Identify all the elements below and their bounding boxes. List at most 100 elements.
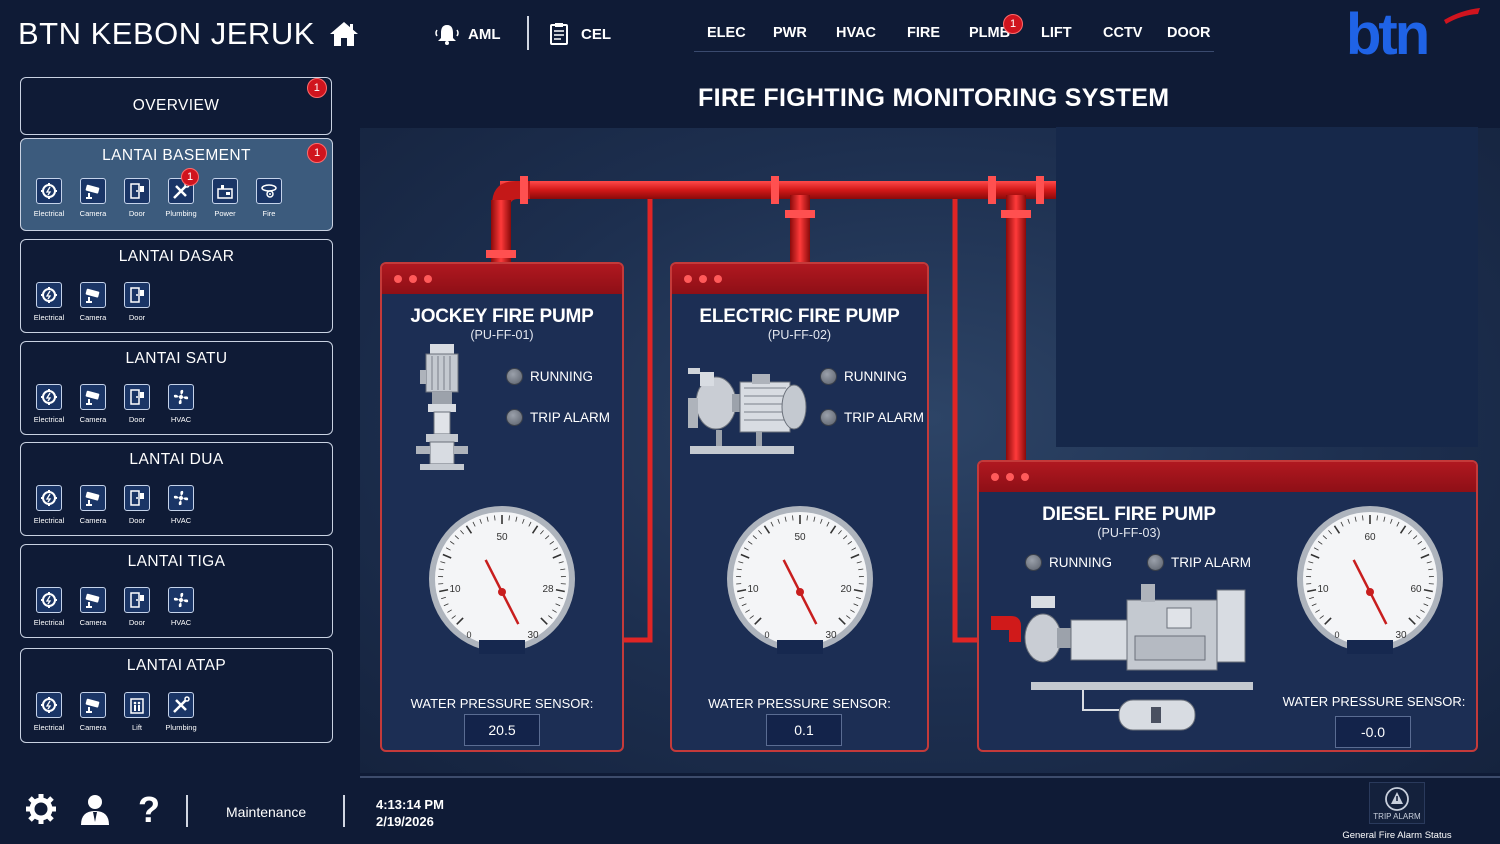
running-indicator: RUNNING [506,368,593,385]
electrical-icon [36,485,62,511]
shortcut-electrical[interactable]: Electrical [29,485,69,525]
settings-icon[interactable] [24,792,58,826]
user-icon[interactable] [78,792,112,826]
site-title-text: BTN KEBON JERUK [18,16,315,51]
hvac-icon [168,587,194,613]
pump-code: (PU-FF-02) [767,328,832,342]
nav-pwr[interactable]: PWR [773,25,807,41]
nav-door[interactable]: DOOR [1167,25,1211,41]
overview-label: OVERVIEW [132,97,220,114]
camera-icon [80,178,106,204]
door-icon [124,485,150,511]
electrical-icon [36,282,62,308]
electric-pump-icon [688,368,807,454]
plumbing-icon [168,692,194,718]
sensor-label: WATER PRESSURE SENSOR: [1282,694,1466,709]
aml-label: AML [468,25,501,43]
home-icon[interactable] [329,20,359,48]
nav-lift[interactable]: LIFT [1041,25,1072,41]
nav-plmb[interactable]: PLMB [969,25,1011,41]
footer-separator [343,795,345,827]
svg-text:0: 0 [1334,630,1339,640]
floor-badge: 1 [307,143,327,163]
svg-text:60: 60 [1364,532,1376,543]
camera-icon [80,692,106,718]
floor-card-atap[interactable]: LANTAI ATAP Electrical Camera Lift Plumb… [20,648,333,743]
card-header [382,264,622,294]
svg-text:50: 50 [794,532,806,543]
shortcut-hvac[interactable]: HVAC [161,485,201,525]
trip-alarm-label: TRIP ALARM [1373,811,1421,821]
bell-icon [435,25,459,45]
floor-title: LANTAI DUA [129,451,224,468]
sensor-label: WATER PRESSURE SENSOR: [410,696,594,711]
shortcut-door[interactable]: Door [117,384,157,424]
cel-button[interactable]: CEL [547,22,611,46]
fire-icon [256,178,282,204]
shortcut-plumbing[interactable]: Plumbing [161,692,201,732]
shortcut-camera[interactable]: Camera [73,692,113,732]
shortcut-door[interactable]: Door [117,587,157,627]
shortcut-camera[interactable]: Camera [73,384,113,424]
trip-alarm-indicator: TRIP ALARM [1147,554,1251,571]
warning-icon [1385,786,1409,811]
floor-title: LANTAI DASAR [118,248,235,265]
running-indicator: RUNNING [820,368,907,385]
floor-card-dasar[interactable]: LANTAI DASAR Electrical Camera Door [20,239,333,333]
help-icon[interactable]: ? [132,792,166,826]
shortcut-camera[interactable]: Camera [73,485,113,525]
running-lamp [506,368,523,385]
trip-alarm-lamp [820,409,837,426]
shortcut-electrical[interactable]: Electrical [29,384,69,424]
floor-card-tiga[interactable]: LANTAI TIGA Electrical Camera Door HVAC [20,544,333,638]
vertical-pump-icon [416,344,468,470]
shortcut-door[interactable]: Door [117,485,157,525]
shortcut-electrical[interactable]: Electrical [29,178,69,218]
door-icon [124,587,150,613]
shortcut-hvac[interactable]: HVAC [161,384,201,424]
door-icon [124,282,150,308]
shortcut-camera[interactable]: Camera [73,178,113,218]
shortcut-camera[interactable]: Camera [73,282,113,322]
shortcut-electrical[interactable]: Electrical [29,587,69,627]
footer-divider [360,776,1500,778]
maintenance-link[interactable]: Maintenance [226,804,307,820]
svg-text:?: ? [138,792,160,826]
btn-logo: btn [1346,6,1480,60]
shortcut-lift[interactable]: Lift [117,692,157,732]
pressure-gauge: 60 10 60 0 30 [1297,506,1443,654]
shortcut-electrical[interactable]: Electrical [29,692,69,732]
nav-cctv[interactable]: CCTV [1103,25,1143,41]
shortcut-power[interactable]: Power [205,178,245,218]
camera-icon [80,485,106,511]
pressure-gauge: 50 10 28 0 30 [429,506,575,654]
nav-fire[interactable]: FIRE [907,25,941,41]
floor-card-basement[interactable]: LANTAI BASEMENT 1 Electrical Camera Door… [20,138,333,231]
floor-card-dua[interactable]: LANTAI DUA Electrical Camera Door HVAC [20,442,333,536]
shortcut-door[interactable]: Door [117,178,157,218]
shortcut-door[interactable]: Door [117,282,157,322]
door-icon [124,384,150,410]
floor-card-satu[interactable]: LANTAI SATU Electrical Camera Door HVAC [20,341,333,435]
diesel-pump-card: DIESEL FIRE PUMP (PU-FF-03) RUNNING TRIP… [977,460,1478,752]
svg-text:10: 10 [1317,584,1329,595]
general-fire-alarm-label: General Fire Alarm Status [1342,830,1452,841]
svg-text:30: 30 [825,630,837,641]
shortcut-camera[interactable]: Camera [73,587,113,627]
card-header [979,462,1476,492]
svg-text:50: 50 [496,532,508,543]
electrical-icon [36,384,62,410]
svg-text:30: 30 [1395,630,1407,641]
shortcut-hvac[interactable]: HVAC [161,587,201,627]
general-fire-alarm-status[interactable]: TRIP ALARM General Fire Alarm Status [1340,782,1454,841]
shortcut-fire[interactable]: Fire [249,178,289,218]
trip-alarm-button[interactable]: TRIP ALARM [1369,782,1425,824]
nav-hvac[interactable]: HVAC [836,25,877,41]
nav-elec[interactable]: ELEC [707,25,746,41]
footer-separator [186,795,188,827]
aml-button[interactable]: AML [434,22,501,46]
overview-card[interactable]: OVERVIEW 1 [20,77,332,135]
blank-panel [1056,127,1478,447]
shortcut-electrical[interactable]: Electrical [29,282,69,322]
